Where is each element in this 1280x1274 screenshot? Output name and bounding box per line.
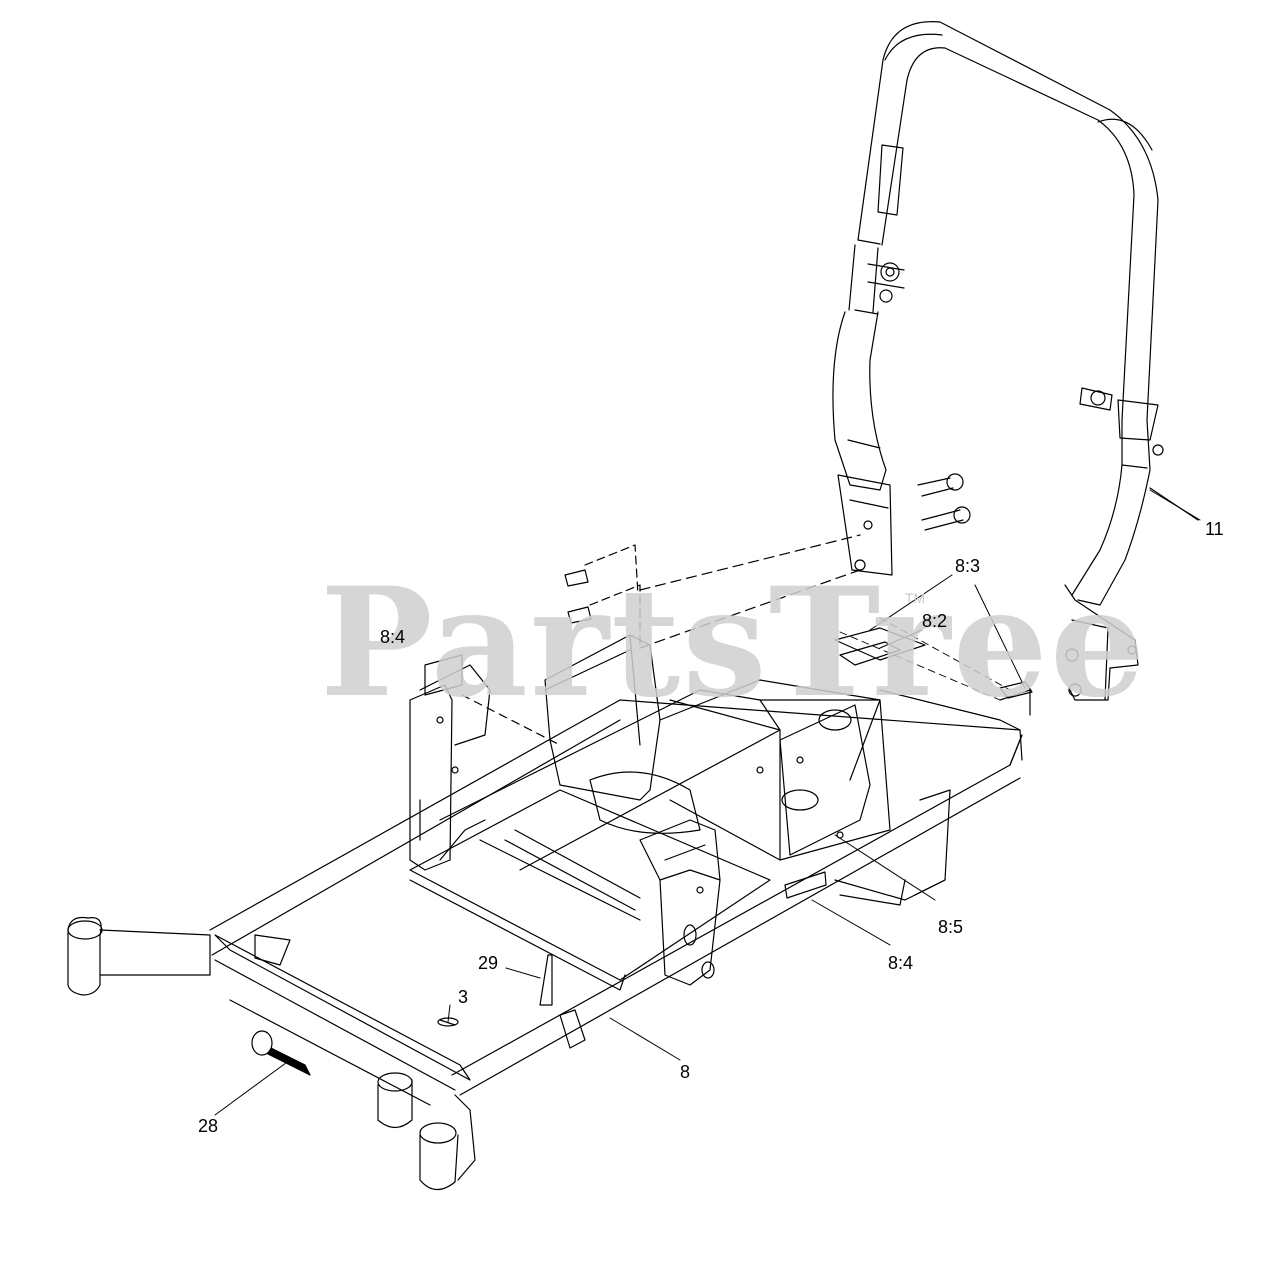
- main-frame: [67, 634, 1031, 1191]
- callout-11: 11: [1205, 519, 1224, 539]
- callout-28: 28: [198, 1116, 219, 1136]
- leader-lines: [214, 489, 1201, 1116]
- callout-8-2: 8:2: [922, 611, 948, 631]
- decals: [424, 617, 1033, 746]
- logo-decal-shape: [251, 1030, 311, 1076]
- watermark: PartsTree: [320, 555, 1148, 731]
- roll-bar: [832, 21, 1199, 701]
- callout-8-3: 8:3: [955, 556, 981, 576]
- bolts: [564, 473, 971, 649]
- callout-8-4-top: 8:4: [380, 627, 406, 647]
- watermark-trademark: TM: [905, 590, 926, 606]
- callout-8-4-bottom: 8:4: [888, 953, 914, 973]
- callout-8-5: 8:5: [938, 917, 964, 937]
- callout-8: 8: [680, 1062, 691, 1082]
- callout-3: 3: [458, 987, 469, 1007]
- callout-29: 29: [478, 953, 499, 973]
